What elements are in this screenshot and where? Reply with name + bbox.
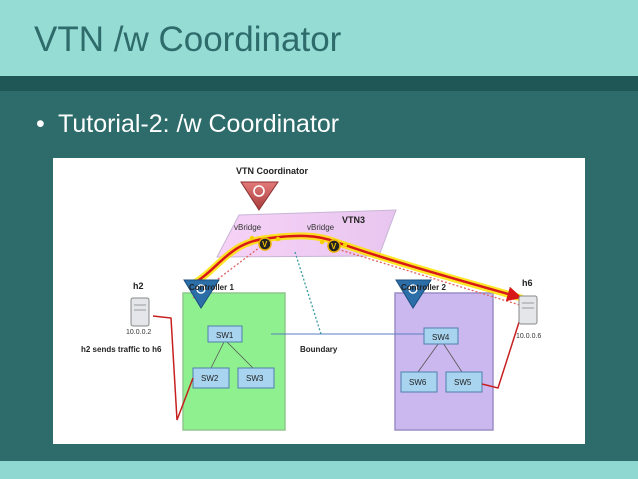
vbridge-left-icon xyxy=(258,237,272,251)
controller2-label: Controller 2 xyxy=(401,283,446,292)
host-h6-name: h6 xyxy=(522,278,533,288)
switch-link xyxy=(440,339,463,373)
controller1-icon xyxy=(183,279,220,309)
switch-sw5-label: SW5 xyxy=(454,378,472,387)
switch-sw3 xyxy=(237,367,275,389)
server-icon xyxy=(518,295,538,325)
vbridge-mapping-line xyxy=(192,243,265,299)
switch-sw5 xyxy=(445,371,483,393)
bullet-symbol: • xyxy=(36,110,45,138)
slide-title: VTN /w Coordinator xyxy=(34,20,342,59)
vbridge-port xyxy=(275,236,281,242)
bullet-text: Tutorial-2: /w Coordinator xyxy=(58,110,340,138)
vbridge-port xyxy=(249,235,255,241)
boundary-label: Boundary xyxy=(300,345,338,354)
switch-link xyxy=(210,339,226,369)
gear-icon xyxy=(253,185,265,197)
switch-link xyxy=(224,339,254,369)
title-bar xyxy=(0,0,638,76)
switch-sw2-label: SW2 xyxy=(201,374,219,383)
vbridge-left-label: vBridge xyxy=(234,223,262,232)
host-h6-link xyxy=(481,315,522,389)
vbridge-right-icon-letter: V xyxy=(331,242,337,251)
controller2-icon xyxy=(395,279,432,309)
switch-sw1-label: SW1 xyxy=(216,331,234,340)
host-h2-note: h2 sends traffic to h6 xyxy=(81,345,162,354)
host-h2-link xyxy=(152,315,194,421)
switch-sw1 xyxy=(207,325,243,343)
switch-sw4 xyxy=(423,327,459,345)
boundary-dotted-line xyxy=(294,251,322,335)
controller1-domain xyxy=(182,292,286,431)
server-icon xyxy=(130,297,150,327)
vtn-label: VTN3 xyxy=(342,215,365,225)
host-h2-ip: 10.0.0.2 xyxy=(126,329,151,336)
switch-sw6 xyxy=(400,371,438,393)
switch-sw6-label: SW6 xyxy=(409,378,427,387)
vbridge-right-icon xyxy=(327,239,341,253)
vbridge-right-label: vBridge xyxy=(307,223,335,232)
vbridge-port xyxy=(319,239,325,245)
traffic-flow-arrow xyxy=(190,234,523,302)
controller2-domain xyxy=(394,292,494,431)
switch-link xyxy=(417,339,442,373)
bottom-bar xyxy=(0,461,638,479)
vbridge-left-icon-letter: V xyxy=(262,240,268,249)
vbridge-mapping-line xyxy=(333,247,524,307)
gear-icon xyxy=(196,284,206,294)
vtn-diagram-svg: VTN Coordinator vBridge vBridge VTN3 V V… xyxy=(81,166,541,431)
vtn-diagram: VTN Coordinator vBridge vBridge VTN3 V V… xyxy=(53,158,585,444)
vbridge-port xyxy=(342,242,348,248)
host-h2-name: h2 xyxy=(133,281,144,291)
controller1-label: Controller 1 xyxy=(189,283,234,292)
host-h6-ip: 10.0.0.6 xyxy=(516,333,541,340)
title-divider xyxy=(0,76,638,91)
gear-icon xyxy=(408,284,418,294)
switch-sw3-label: SW3 xyxy=(246,374,264,383)
switch-sw4-label: SW4 xyxy=(432,333,450,342)
bullet-item: • Tutorial-2: /w Coordinator xyxy=(36,110,339,139)
coordinator-label: VTN Coordinator xyxy=(236,166,308,176)
